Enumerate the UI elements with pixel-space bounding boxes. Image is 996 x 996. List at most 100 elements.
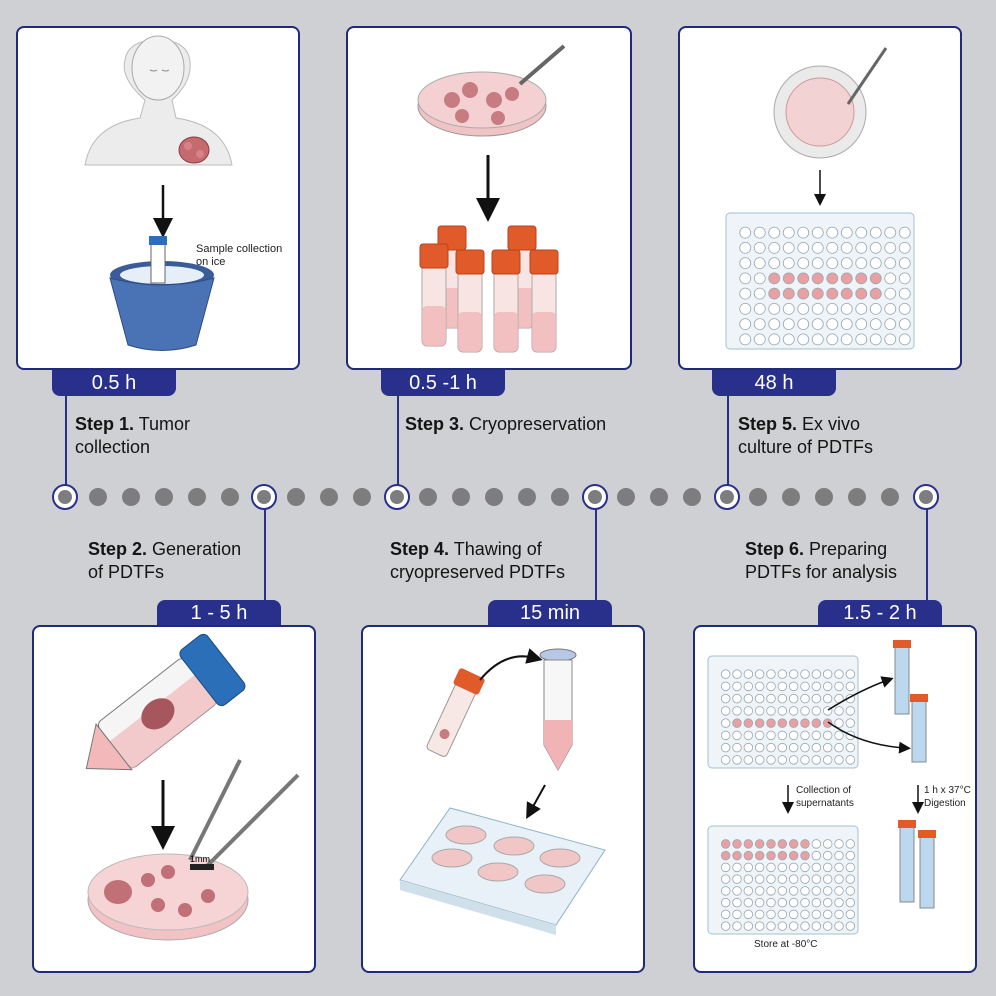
well — [834, 706, 844, 716]
well — [754, 886, 765, 896]
well — [800, 897, 810, 908]
well — [834, 755, 844, 765]
well — [754, 862, 765, 873]
well — [777, 693, 788, 704]
well — [811, 718, 822, 728]
well — [800, 742, 810, 753]
well — [845, 706, 856, 716]
well — [753, 241, 766, 254]
well — [788, 755, 799, 765]
timeline-dot — [452, 488, 470, 506]
well — [855, 226, 868, 239]
well — [800, 874, 810, 884]
connector-line-step5 — [727, 396, 729, 486]
well — [822, 850, 833, 861]
well — [782, 302, 795, 315]
well — [777, 669, 788, 679]
well — [826, 241, 839, 254]
well — [720, 742, 731, 753]
time-badge-step2: 1 - 5 h — [157, 600, 281, 626]
well — [768, 302, 781, 315]
well — [811, 226, 824, 239]
well — [777, 886, 788, 896]
well — [840, 287, 853, 300]
step6-text-2: PDTFs for analysis — [745, 562, 898, 582]
step2-number: Step 2. — [88, 539, 148, 559]
well — [739, 287, 752, 300]
well — [811, 850, 822, 861]
well — [753, 318, 766, 331]
well — [822, 718, 833, 728]
well — [869, 333, 882, 346]
timeline-dot — [881, 488, 899, 506]
well — [855, 257, 868, 270]
well — [811, 886, 822, 896]
well — [884, 257, 897, 270]
well — [732, 681, 742, 692]
well — [788, 742, 799, 753]
well — [766, 706, 776, 716]
well — [811, 333, 824, 346]
well — [782, 241, 795, 254]
well — [732, 850, 742, 861]
well — [840, 302, 853, 315]
well — [720, 718, 731, 728]
well — [743, 706, 754, 716]
time-badge-step3: 0.5 -1 h — [381, 370, 505, 396]
well — [826, 333, 839, 346]
well — [739, 333, 752, 346]
well — [766, 850, 776, 861]
well — [720, 706, 731, 716]
well — [797, 287, 810, 300]
well — [840, 333, 853, 346]
step2-text-1: Generation — [152, 539, 242, 559]
well — [800, 681, 810, 692]
connector-line-step1 — [65, 396, 67, 486]
well — [834, 669, 844, 679]
step2-label: Step 2. Generation of PDTFs — [88, 538, 241, 584]
well — [788, 850, 799, 861]
well — [845, 681, 856, 692]
well — [826, 257, 839, 270]
well — [811, 241, 824, 254]
well — [739, 318, 752, 331]
well — [834, 897, 844, 908]
well — [754, 669, 765, 679]
well — [834, 886, 844, 896]
store-label: Store at -80°C — [754, 939, 818, 950]
timeline-dot — [287, 488, 305, 506]
well — [822, 730, 833, 741]
timeline-dot — [617, 488, 635, 506]
well — [898, 257, 911, 270]
well — [800, 706, 810, 716]
well — [855, 302, 868, 315]
well — [797, 302, 810, 315]
sample-collection-text-1: Sample collection — [196, 243, 283, 255]
arrow-icon — [827, 676, 894, 711]
collection-supernatants-label: Collection of supernatants — [796, 784, 854, 810]
well — [855, 333, 868, 346]
well — [768, 333, 781, 346]
well — [788, 839, 799, 849]
sample-collection-label: Sample collection on ice — [196, 243, 282, 269]
well — [777, 862, 788, 873]
well — [743, 850, 754, 861]
well — [768, 318, 781, 331]
well — [845, 742, 856, 753]
well — [834, 862, 844, 873]
time-badge-step5: 48 h — [712, 370, 836, 396]
digestion-label: 1 h x 37°C Digestion — [924, 784, 971, 810]
well — [788, 874, 799, 884]
well — [754, 909, 765, 920]
well — [739, 226, 752, 239]
well — [743, 886, 754, 896]
well — [732, 730, 742, 741]
well — [845, 755, 856, 765]
well — [754, 693, 765, 704]
well — [822, 755, 833, 765]
well — [732, 693, 742, 704]
well — [754, 874, 765, 884]
well — [732, 897, 742, 908]
well — [884, 287, 897, 300]
well — [811, 287, 824, 300]
